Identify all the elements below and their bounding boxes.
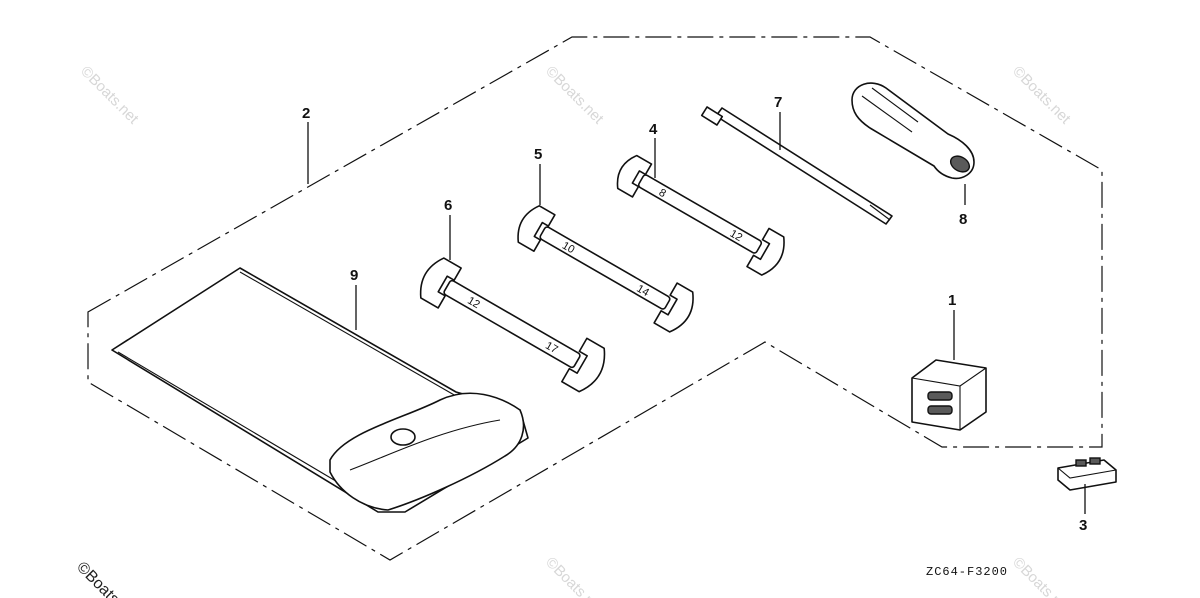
- callout-5: 5: [534, 146, 542, 163]
- wrench-size-label: 8: [657, 187, 668, 200]
- watermark: ©Boats.net: [1009, 63, 1074, 128]
- callout-2: 2: [302, 105, 310, 122]
- watermark: ©Boats.net: [77, 63, 142, 128]
- callout-3: 3: [1079, 517, 1087, 534]
- blade-fuse: [1057, 457, 1117, 491]
- callout-6: 6: [444, 197, 452, 214]
- watermark: ©Boats.net: [1009, 554, 1074, 598]
- tool-bag: [111, 267, 529, 513]
- corner-watermark: ©Boats.net: [73, 559, 142, 598]
- drawing-code: ZC64-F3200: [926, 565, 1008, 579]
- wrench-size-label: 17: [543, 340, 560, 357]
- callout-9: 9: [350, 267, 358, 284]
- wrench-size-label: 14: [634, 283, 651, 300]
- screwdriver-shaft: [700, 106, 893, 225]
- fuse-box: [911, 359, 987, 431]
- wrench-8-12: 8 12: [616, 154, 785, 276]
- watermark: ©Boats.net: [542, 554, 607, 598]
- callouts: 2 9 6 5 4 7 8 1 3: [302, 94, 1087, 534]
- screwdriver-handle: [851, 82, 975, 180]
- watermark: ©Boats.net: [542, 63, 607, 128]
- callout-7: 7: [774, 94, 782, 111]
- callout-8: 8: [959, 211, 967, 228]
- leader-lines: [307, 112, 1086, 514]
- callout-1: 1: [948, 292, 956, 309]
- wrench-size-label: 12: [728, 228, 745, 245]
- wrench-10-14: 10 14: [517, 205, 694, 333]
- bag-snap-button: [390, 428, 416, 446]
- tool-kit-outline: [87, 36, 1103, 561]
- wrench-size-label: 10: [560, 240, 577, 257]
- wrench-size-label: 12: [465, 295, 482, 312]
- callout-4: 4: [649, 121, 658, 138]
- wrench-12-17: 12 17: [419, 257, 606, 393]
